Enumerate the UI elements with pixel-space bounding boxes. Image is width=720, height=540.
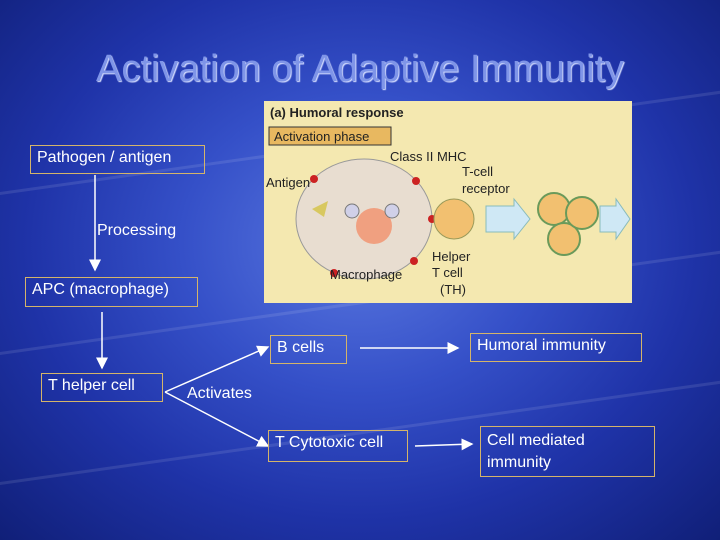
humoral-response-figure: (a) Humoral response Activation phase Cl… [264, 101, 632, 303]
mhc-marker [410, 257, 418, 265]
antigen-shape [312, 201, 328, 217]
pathogen-box: Pathogen / antigen [30, 145, 205, 174]
t-cytotoxic-box: T Cytotoxic cell [268, 430, 408, 462]
cell-mediated-immunity-box: Cell mediated immunity [480, 426, 655, 477]
apc-box: APC (macrophage) [25, 277, 198, 307]
humoral-immunity-box: Humoral immunity [470, 333, 642, 362]
vesicle [344, 203, 360, 219]
mhc-marker [310, 175, 318, 183]
label-helper-1: Helper [432, 249, 471, 264]
figure-header: (a) Humoral response [270, 105, 404, 120]
slide-title: Activation of Adaptive Immunity [95, 48, 625, 90]
arrow-activates-b-cells [164, 345, 270, 393]
activates-label: Activates [187, 385, 252, 402]
t-helper-box: T helper cell [41, 373, 163, 402]
label-tcell-receptor-2: receptor [462, 181, 510, 196]
activation-arrow [485, 197, 531, 241]
label-helper-3: (TH) [440, 282, 466, 297]
b-cells-box: B cells [270, 335, 347, 364]
mhc-marker [330, 269, 338, 277]
mhc-marker [412, 177, 420, 185]
label-helper-2: T cell [432, 265, 463, 280]
phase-box [268, 126, 392, 146]
label-tcell-receptor-1: T-cell [462, 164, 493, 179]
arrow-tc-to-cell-mediated [414, 438, 474, 451]
figure-drawing: (a) Humoral response Activation phase Cl… [266, 105, 631, 297]
helper-t-cell [433, 198, 475, 240]
arrow-activates-t-cytotoxic [164, 391, 270, 447]
label-class2: Class II MHC [390, 149, 467, 164]
macrophage-nucleus [356, 208, 392, 244]
expansion-arrow [599, 197, 631, 241]
label-antigen: Antigen [266, 175, 310, 190]
activated-t-cell [565, 196, 599, 230]
vesicle [384, 203, 400, 219]
processing-label: Processing [97, 222, 177, 239]
figure-phase: Activation phase [274, 129, 369, 144]
label-macrophage: Macrophage [330, 267, 402, 282]
activated-t-cell [547, 222, 581, 256]
